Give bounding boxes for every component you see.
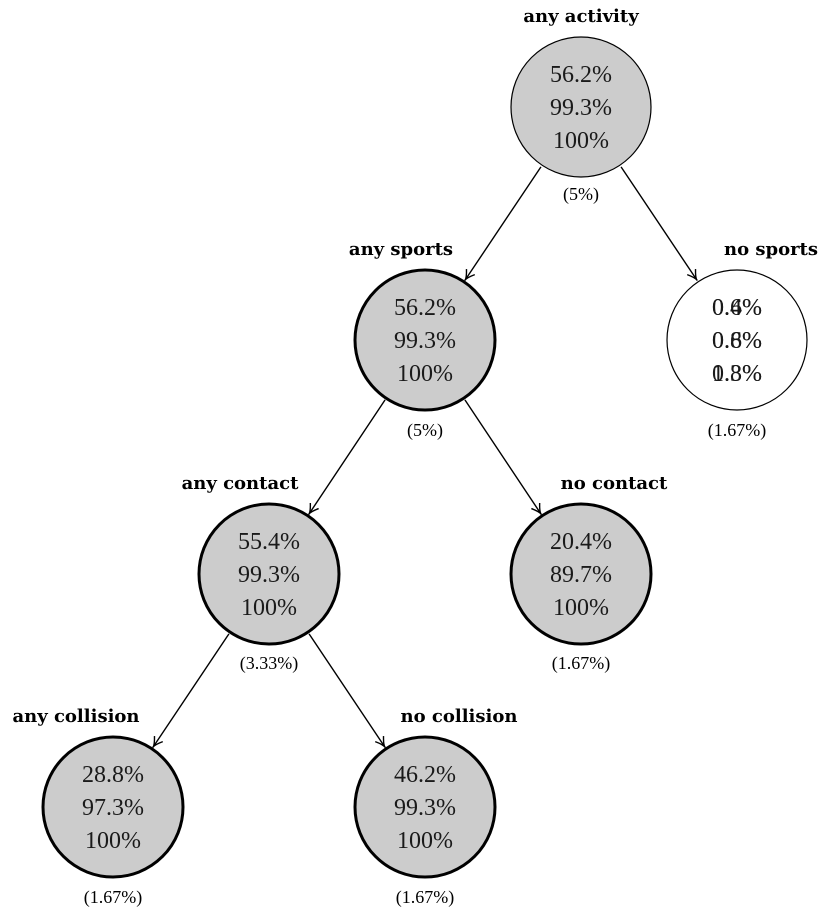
node-value: 56.2% xyxy=(394,295,456,321)
node-value: 28.8% xyxy=(82,762,144,788)
edge-line xyxy=(308,399,386,515)
edge-line xyxy=(464,166,542,281)
edge-line xyxy=(464,399,542,515)
node-label: any contact xyxy=(182,473,299,494)
node-value-overprint: 0.6% xyxy=(712,295,762,321)
node-share: (1.67%) xyxy=(396,887,454,908)
node-value: 46.2% xyxy=(394,762,456,788)
node-value: 1.3% xyxy=(712,361,762,387)
node-share: (1.67%) xyxy=(84,887,142,908)
node-circle xyxy=(353,735,497,879)
node-value: 55.4% xyxy=(238,529,300,555)
node-value: 100% xyxy=(241,595,297,621)
node-value: 100% xyxy=(553,595,609,621)
node-value: 56.2% xyxy=(550,62,612,88)
node-share: (5%) xyxy=(407,420,443,441)
node-value-overprint: 0.8% xyxy=(712,328,762,354)
arrow-head-icon xyxy=(531,502,542,515)
node-value: 99.3% xyxy=(394,795,456,821)
node-value: 100% xyxy=(397,828,453,854)
edge-any-sports-to-any-contact xyxy=(308,399,386,515)
node-circle xyxy=(41,735,185,879)
node-label: any activity xyxy=(523,6,639,27)
node-label: any sports xyxy=(349,239,453,260)
node-value: 99.3% xyxy=(394,328,456,354)
node-circle xyxy=(510,36,652,178)
node-value: 0.4% xyxy=(712,295,762,321)
arrow-head-icon xyxy=(308,502,319,515)
node-value: 89.7% xyxy=(550,562,612,588)
node-circle xyxy=(353,268,497,412)
node-value: 97.3% xyxy=(82,795,144,821)
node-share: (3.33%) xyxy=(240,653,298,674)
node-value: 99.3% xyxy=(238,562,300,588)
edge-line xyxy=(620,166,698,281)
node-share: (1.67%) xyxy=(708,420,766,441)
node-value: 100% xyxy=(397,361,453,387)
node-label: no contact xyxy=(561,473,668,494)
node-no-collision: no collision 46.2% 99.3% 100% (1.67%) xyxy=(353,706,518,908)
node-any-collision: any collision 28.8% 97.3% 100% (1.67%) xyxy=(12,706,185,908)
node-value-overprint: 0.8% xyxy=(712,361,762,387)
arrow-head-icon xyxy=(686,269,698,281)
node-circle xyxy=(197,502,341,646)
node-value: 100% xyxy=(85,828,141,854)
edge-line xyxy=(152,633,230,748)
node-any-sports: any sports 56.2% 99.3% 100% (5%) xyxy=(349,239,497,441)
arrow-head-icon xyxy=(152,736,164,748)
node-value: 20.4% xyxy=(550,529,612,555)
node-circle xyxy=(509,502,653,646)
node-label: no sports xyxy=(724,239,818,260)
node-label: any collision xyxy=(12,706,139,727)
node-share: (5%) xyxy=(563,184,599,205)
node-value: 100% xyxy=(553,128,609,154)
node-any-activity: any activity 56.2% 99.3% 100% (5%) xyxy=(510,6,652,205)
edge-any-activity-to-no-sports xyxy=(620,166,698,281)
arrow-head-icon xyxy=(374,736,386,748)
node-label: no collision xyxy=(401,706,518,727)
node-no-contact: no contact 20.4% 89.7% 100% (1.67%) xyxy=(509,473,668,674)
node-value: 0.6% xyxy=(712,328,762,354)
edge-any-activity-to-any-sports xyxy=(464,166,542,281)
node-share: (1.67%) xyxy=(552,653,610,674)
edge-line xyxy=(308,633,386,748)
edge-any-contact-to-no-collision xyxy=(308,633,386,748)
arrow-head-icon xyxy=(464,269,476,281)
node-value: 99.3% xyxy=(550,95,612,121)
node-circle xyxy=(666,269,808,411)
edge-any-sports-to-no-contact xyxy=(464,399,542,515)
edge-any-contact-to-any-collision xyxy=(152,633,230,748)
node-any-contact: any contact 55.4% 99.3% 100% (3.33%) xyxy=(182,473,341,674)
edges-layer xyxy=(152,166,698,748)
